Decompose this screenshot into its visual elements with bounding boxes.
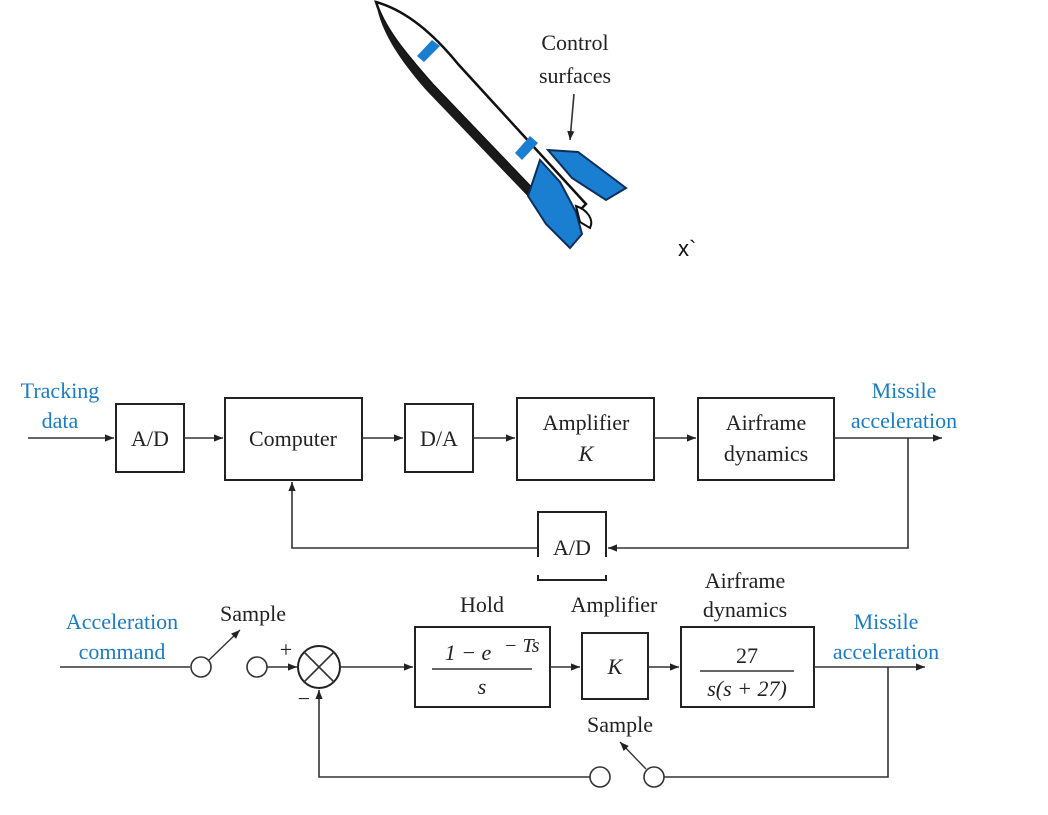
hold-denominator: s	[478, 674, 487, 699]
airframe-title-line2: dynamics	[703, 597, 787, 622]
airframe-denominator: s(s + 27)	[707, 676, 787, 701]
amplifier-gain: K	[607, 654, 624, 679]
rocket-nose-stripe	[417, 40, 440, 62]
hold-exponent: − Ts	[504, 635, 540, 657]
da-block-label: D/A	[420, 426, 458, 451]
input-sample-label: Sample	[220, 601, 286, 626]
da-block	[404, 403, 474, 473]
hold-numerator: 1 − e	[445, 640, 492, 665]
hold-title: Hold	[460, 592, 504, 617]
top-block-diagram: Tracking data A/D Computer D/A Amplifier…	[21, 378, 957, 581]
feedback-wire-bottom-left	[315, 690, 590, 778]
minus-sign: −	[298, 686, 310, 711]
crop-strip	[520, 557, 630, 575]
airframe-title-line1: Airframe	[705, 568, 786, 593]
rocket-fin-back	[545, 148, 628, 202]
control-surfaces-label-line2: surfaces	[539, 63, 611, 88]
control-surfaces-label-line1: Control	[541, 30, 608, 55]
rocket-fin-front	[526, 158, 584, 250]
missile-acceleration-label-line1: Missile	[872, 378, 937, 403]
feedback-ad-block-label: A/D	[553, 535, 591, 560]
amplifier-title: Amplifier	[571, 592, 658, 617]
feedback-sampler-contact-left	[589, 766, 611, 788]
stray-mark: x`	[678, 236, 696, 261]
sampler-contact-left	[190, 656, 212, 678]
amplifier-gain-block	[581, 632, 649, 700]
sampler-contact-right	[246, 656, 268, 678]
airframe-block-label-line2: dynamics	[724, 441, 808, 466]
amplifier-block	[516, 397, 655, 481]
sampler-switch-arm	[208, 629, 241, 661]
feedback-sampler-arm	[619, 741, 647, 770]
missile-acceleration-label-line2: acceleration	[851, 408, 957, 433]
computer-block	[224, 397, 363, 481]
feedback-wire-bottom-right	[664, 667, 889, 778]
ad-block	[115, 403, 185, 473]
airframe-block	[697, 397, 835, 481]
missile-acceleration-bottom-line2: acceleration	[833, 639, 939, 664]
tracking-data-label-line1: Tracking	[21, 378, 100, 403]
acceleration-command-label-line2: command	[79, 639, 166, 664]
feedback-wire-left	[288, 482, 538, 549]
bottom-block-diagram: Acceleration command Sample + − Hold 1 −…	[60, 568, 939, 788]
airframe-transfer-block	[680, 626, 815, 708]
feedback-wire-right	[608, 438, 909, 552]
summing-junction-cross-b	[303, 651, 335, 683]
feedback-sampler-contact-right	[643, 766, 665, 788]
amplifier-block-gain: K	[578, 441, 595, 466]
rocket-body-stripe	[515, 136, 538, 160]
hold-block	[414, 626, 551, 708]
airframe-numerator: 27	[736, 643, 758, 668]
tracking-data-label-line2: data	[42, 408, 79, 433]
rocket-tail	[574, 204, 593, 230]
control-surfaces-arrow	[567, 93, 575, 141]
ad-block-label: A/D	[131, 426, 169, 451]
missile-acceleration-bottom-line1: Missile	[854, 609, 919, 634]
acceleration-command-label-line1: Acceleration	[66, 609, 178, 634]
airframe-block-label-line1: Airframe	[726, 410, 807, 435]
plus-sign: +	[280, 637, 292, 662]
computer-block-label: Computer	[249, 426, 338, 451]
amplifier-block-label: Amplifier	[543, 410, 630, 435]
rocket-illustration: Control surfaces x`	[374, 0, 696, 261]
feedback-sample-label: Sample	[587, 712, 653, 737]
